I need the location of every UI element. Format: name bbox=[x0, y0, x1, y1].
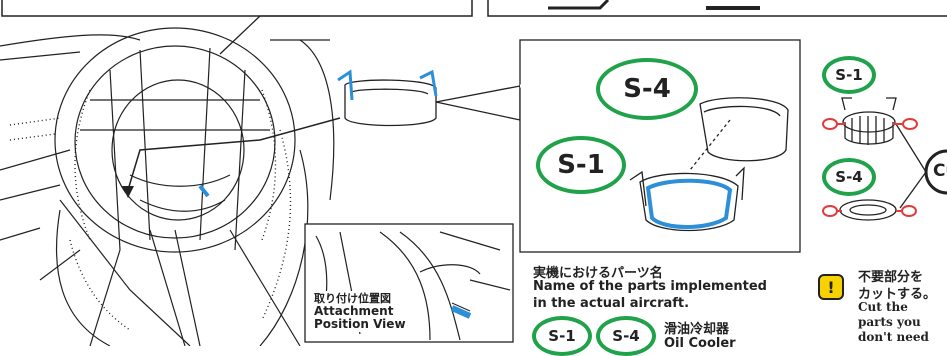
cut-instruction-jp-line1: 不要部分を bbox=[858, 270, 924, 285]
attachment-view-jp: 取り付け位置図 bbox=[314, 292, 391, 305]
attachment-view-en-line1: Attachment bbox=[314, 304, 394, 318]
cut-instruction-en-line2: parts you bbox=[858, 315, 921, 329]
parts-name-en-line1: Name of the parts implemented bbox=[533, 279, 767, 294]
part-name-jp: 滑油冷却器 bbox=[664, 322, 730, 337]
part-badge-s4: S-4 bbox=[596, 316, 656, 356]
part-name-en: Oil Cooler bbox=[664, 336, 736, 351]
assembly-illustration bbox=[0, 0, 947, 346]
part-badge-s1: S-1 bbox=[532, 316, 592, 356]
warning-icon: ! bbox=[818, 274, 844, 300]
attachment-view-label: 取り付け位置図 Attachment Position View bbox=[312, 291, 408, 332]
part-badge-s1-cut: S-1 bbox=[822, 56, 876, 94]
cut-instruction-en-line3: don't need bbox=[858, 330, 929, 344]
parts-name-en-line2: in the actual aircraft. bbox=[533, 296, 690, 311]
cut-instruction-en-line1: Cut the bbox=[858, 300, 908, 314]
cut-label: Cu bbox=[933, 161, 947, 181]
part-badge-s4-cut: S-4 bbox=[822, 158, 876, 196]
parts-name-jp: 実機におけるパーツ名 bbox=[533, 266, 663, 281]
part-badge-s1-large: S-1 bbox=[536, 136, 626, 194]
part-badge-s4-large: S-4 bbox=[596, 58, 698, 120]
cut-instruction-jp-line2: カットする。 bbox=[858, 287, 937, 302]
attachment-view-en-line2: Position View bbox=[314, 317, 406, 331]
